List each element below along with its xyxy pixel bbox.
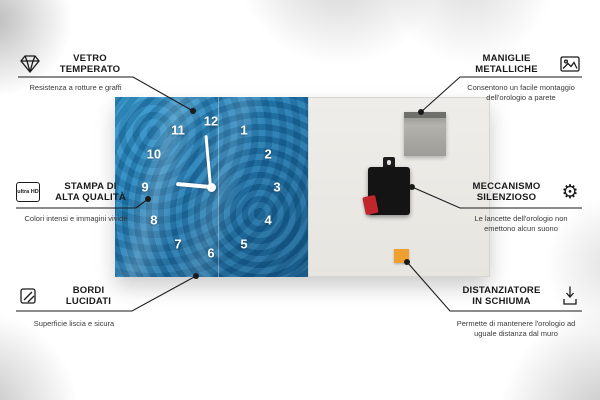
feature-distanziatore-in-schiuma: DISTANZIATORE IN SCHIUMA Permette di man… [450, 284, 582, 338]
clock-number: 2 [264, 146, 272, 162]
polished-edge-icon [16, 285, 40, 307]
clock-number: 4 [264, 212, 272, 228]
feature-meccanismo-silenzioso: MECCANISMO SILENZIOSO ⚙ Le lancette dell… [460, 180, 582, 233]
clock-number: 9 [141, 179, 149, 195]
foam-spacer [394, 249, 409, 263]
feature-bordi-lucidati: BORDI LUCIDATI Superficie liscia e sicur… [16, 284, 132, 329]
feature-title: STAMPA DI ALTA QUALITÀ [55, 181, 126, 203]
picture-frame-icon [558, 53, 582, 75]
clock-number: 1 [240, 122, 248, 138]
clock-number: 5 [240, 236, 248, 252]
clock-number: 6 [207, 245, 215, 261]
foam-spacer-icon [558, 285, 582, 307]
feature-subtitle: Superficie liscia e sicura [33, 319, 115, 328]
feature-subtitle: Resistenza a rotture e graffi [29, 83, 122, 92]
feature-subtitle: Le lancette dell'orologio non emettono a… [474, 214, 568, 233]
metal-hanger-plate [404, 112, 446, 156]
feature-subtitle: Colori intensi e immagini vivide [24, 214, 128, 223]
clock-number: 11 [171, 122, 185, 138]
feature-title: DISTANZIATORE IN SCHIUMA [462, 285, 541, 307]
ultra-hd-icon: ultra HD [16, 181, 40, 203]
clock-number: 8 [150, 212, 158, 228]
mechanism-hook [383, 157, 395, 169]
glass-seam [218, 97, 219, 277]
feature-title: MECCANISMO SILENZIOSO [472, 181, 541, 203]
feature-stampa-alta-qualita: ultra HD STAMPA DI ALTA QUALITÀ Colori i… [16, 180, 136, 224]
feature-subtitle: Permette di mantenere l'orologio ad ugua… [456, 319, 576, 338]
feature-title: MANIGLIE METALLICHE [475, 53, 538, 75]
feature-subtitle: Consentono un facile montaggio dell'orol… [467, 83, 575, 102]
clock-number: 3 [273, 179, 281, 195]
diamond-icon [18, 53, 42, 75]
feature-title: BORDI LUCIDATI [65, 285, 112, 307]
clock-number: 12 [203, 113, 219, 129]
feature-vetro-temperato: VETRO TEMPERATO Resistenza a rotture e g… [18, 52, 133, 93]
clock-center-cap [207, 183, 216, 192]
feature-title: VETRO TEMPERATO [59, 53, 121, 75]
clock-number: 10 [146, 146, 162, 162]
clock-number: 7 [174, 236, 182, 252]
feature-maniglie-metalliche: MANIGLIE METALLICHE Consentono un facile… [460, 52, 582, 102]
gear-icon: ⚙ [561, 180, 579, 203]
